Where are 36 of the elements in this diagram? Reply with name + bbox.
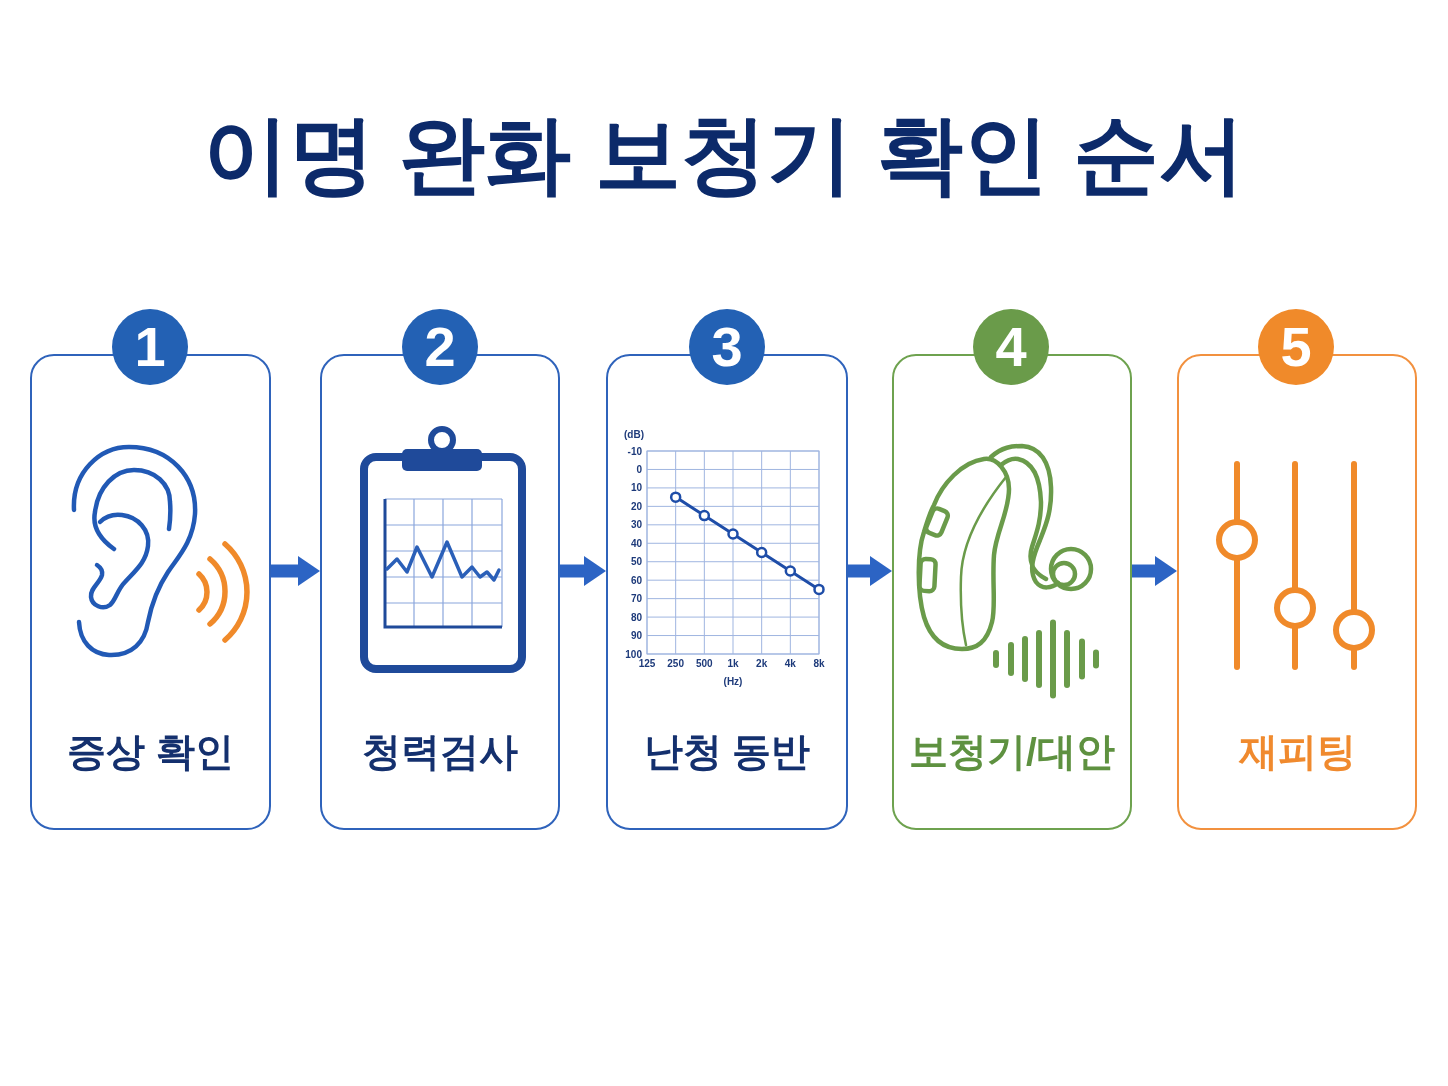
- axis-title: (dB): [624, 429, 644, 440]
- step-number-badge: 1: [112, 309, 188, 385]
- arrow: [271, 556, 320, 586]
- tick-label: 70: [630, 593, 642, 605]
- tick-label: 60: [630, 574, 642, 586]
- step-label: 재피팅: [1238, 729, 1356, 775]
- tick-label: 2k: [756, 658, 768, 669]
- tick-label: 4k: [784, 658, 796, 669]
- tick-label: 500: [696, 658, 713, 669]
- step-label: 증상 확인: [67, 729, 234, 775]
- tick-label: 50: [630, 556, 642, 568]
- step-label: 보청기/대안: [909, 729, 1115, 775]
- step-number-badge: 3: [689, 309, 765, 385]
- step-label: 난청 동반: [643, 729, 811, 775]
- step-number-badge: 4: [973, 309, 1049, 385]
- tick-label: 0: [636, 463, 642, 475]
- tick-label: 10: [630, 482, 642, 494]
- arrow: [848, 556, 892, 586]
- tick-label: 20: [630, 500, 642, 512]
- step-label: 청력검사: [362, 729, 518, 775]
- tick-label: 250: [667, 658, 684, 669]
- tick-label: 100: [625, 648, 642, 660]
- arrow: [1132, 556, 1177, 586]
- step-number-badge: 5: [1258, 309, 1334, 385]
- tick-label: 90: [630, 630, 642, 642]
- tick-label: 1k: [727, 658, 739, 669]
- step-number-badge: 2: [402, 309, 478, 385]
- tick-label: -10: [627, 445, 642, 457]
- title: 이명 완화 보청기 확인 순서: [203, 105, 1245, 204]
- tick-label: 40: [630, 537, 642, 549]
- tick-label: 30: [630, 519, 642, 531]
- arrow: [560, 556, 606, 586]
- axis-title: (Hz): [723, 676, 743, 687]
- tick-label: 125: [638, 658, 656, 669]
- tick-label: 80: [630, 611, 642, 623]
- tick-label: 8k: [813, 658, 825, 669]
